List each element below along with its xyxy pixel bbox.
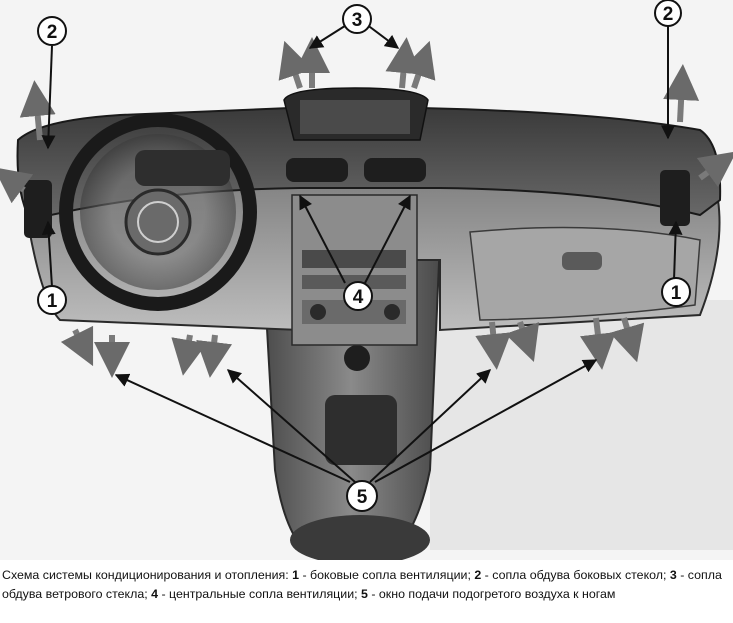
armrest bbox=[290, 515, 430, 560]
central-vent-right bbox=[364, 158, 426, 182]
leader-arrows bbox=[41, 23, 683, 483]
glovebox-handle bbox=[562, 252, 602, 270]
climate-knob-left bbox=[310, 304, 326, 320]
caption-num-4: 4 bbox=[151, 587, 159, 601]
caption-num-2: 2 bbox=[474, 568, 482, 582]
radio-unit bbox=[302, 250, 406, 268]
glovebox bbox=[469, 226, 701, 321]
svg-text:2: 2 bbox=[47, 22, 58, 43]
callout-1-right: 1 bbox=[661, 277, 691, 307]
caption-num-3: 3 bbox=[669, 568, 677, 582]
callout-2-left: 2 bbox=[37, 16, 67, 46]
svg-text:3: 3 bbox=[352, 10, 363, 31]
callout-4: 4 bbox=[343, 281, 373, 311]
caption-num-1: 1 bbox=[292, 568, 300, 582]
callout-5: 5 bbox=[346, 480, 378, 512]
svg-text:2: 2 bbox=[663, 4, 674, 25]
caption-intro: Схема системы кондиционирования и отопле… bbox=[2, 568, 293, 582]
steering-logo-ring bbox=[137, 201, 179, 243]
display-screen bbox=[300, 100, 410, 134]
climate-knob-right bbox=[384, 304, 400, 320]
svg-text:1: 1 bbox=[671, 283, 682, 304]
svg-text:5: 5 bbox=[357, 487, 368, 508]
gear-boot bbox=[325, 395, 397, 465]
steering-wheel bbox=[59, 113, 257, 311]
caption-item-3: - сопла обдува ветрового стекла; bbox=[2, 568, 722, 601]
callout-2-right: 2 bbox=[654, 0, 682, 27]
background-right-haze bbox=[430, 300, 733, 550]
caption-item-2: - сопла обдува боковых стекол; bbox=[481, 568, 670, 582]
airflow-arrows bbox=[0, 37, 733, 378]
caption-item-1: - боковые сопла вентиляции; bbox=[299, 568, 475, 582]
side-vent-right bbox=[660, 170, 690, 226]
steering-hub bbox=[124, 188, 192, 256]
caption-num-5: 5 bbox=[361, 587, 368, 601]
dashboard-figure: 3 2 2 1 1 4 5 bbox=[0, 0, 733, 560]
svg-text:1: 1 bbox=[47, 291, 58, 312]
caption-item-5: - окно подачи подогретого воздуха к нога… bbox=[367, 587, 616, 601]
central-vent-left bbox=[286, 158, 348, 182]
callout-3: 3 bbox=[342, 4, 372, 34]
svg-text:4: 4 bbox=[353, 287, 364, 308]
figure-caption: Схема системы кондиционирования и отопле… bbox=[2, 566, 731, 604]
gear-knob bbox=[344, 345, 370, 371]
instrument-cluster bbox=[135, 150, 230, 186]
caption-item-4: - центральные сопла вентиляции; bbox=[158, 587, 361, 601]
callout-1-left: 1 bbox=[37, 285, 67, 315]
